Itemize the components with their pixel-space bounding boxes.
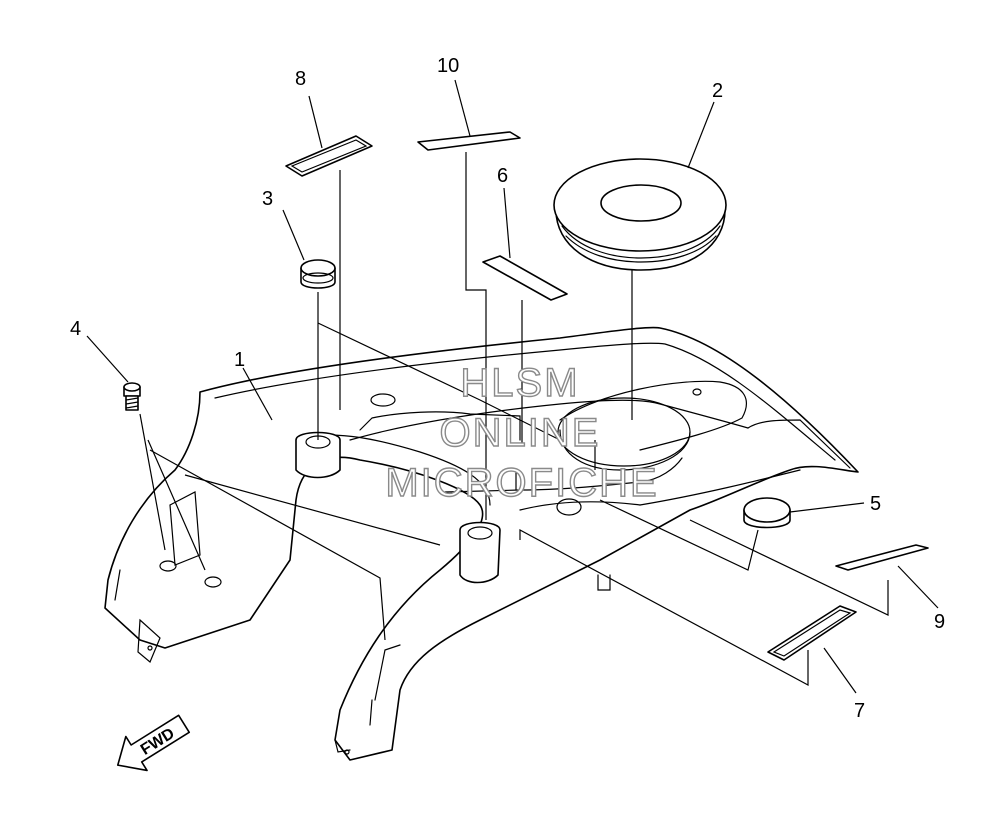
decal-item-10 — [417, 131, 521, 151]
watermark: HLSM ONLINE MICROFICHE — [385, 360, 658, 505]
seal-ring-part — [553, 158, 727, 271]
callout-2: 2 — [712, 80, 723, 102]
grommet-part — [300, 259, 336, 289]
watermark-line-3: MICROFICHE — [385, 461, 658, 505]
assembly-leader-lines — [139, 152, 889, 687]
watermark-line-2: ONLINE — [440, 411, 601, 455]
callout-9: 9 — [934, 611, 945, 633]
decal-item-7 — [767, 605, 857, 661]
callout-10: 10 — [437, 55, 459, 77]
decal-item-8 — [285, 135, 373, 177]
callout-7: 7 — [854, 700, 865, 722]
callout-6: 6 — [497, 165, 508, 187]
callout-8: 8 — [295, 68, 306, 90]
callout-labels: 1 2 3 4 5 6 7 8 9 10 — [70, 55, 945, 722]
decal-item-6 — [482, 255, 568, 301]
callout-3: 3 — [262, 188, 273, 210]
callout-1: 1 — [234, 349, 245, 371]
cap-part — [743, 497, 791, 529]
watermark-line-1: HLSM — [460, 361, 579, 405]
decal-item-9 — [835, 544, 929, 571]
forward-arrow-icon: FWD — [116, 714, 191, 772]
callout-4: 4 — [70, 318, 81, 340]
callout-5: 5 — [870, 493, 881, 515]
callout-pointers — [86, 79, 939, 694]
bolt-part — [123, 382, 141, 411]
rear-fender-body — [104, 326, 859, 761]
